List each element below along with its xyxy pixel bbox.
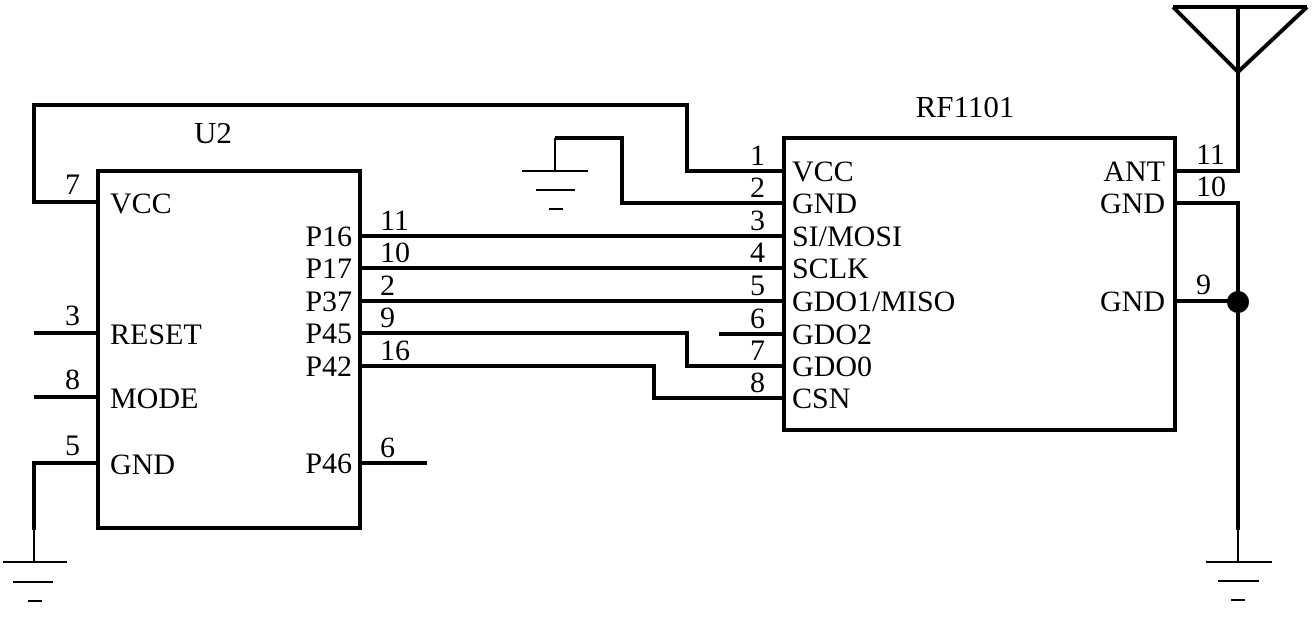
u2-pin-name: P42 (305, 350, 352, 383)
rf-pin-number: 2 (750, 171, 765, 204)
wire-p42-csn (360, 364, 784, 400)
rf-pin-name: GDO2 (792, 318, 872, 351)
rf-pin-name: GND (1100, 285, 1165, 318)
u2-pin-number: 11 (380, 204, 409, 237)
rf-pin-number: 11 (1196, 138, 1225, 171)
rf-pin-name: GDO0 (792, 350, 872, 383)
antenna-left-edge (1171, 5, 1240, 74)
rf1101-body (782, 136, 1177, 432)
rf-pin-number: 10 (1196, 170, 1226, 203)
u2-pin-number: 9 (380, 301, 395, 334)
u2-pin-number: 3 (65, 299, 80, 332)
rf-pin-name: SCLK (792, 252, 869, 285)
rf-pin-name: GND (792, 187, 857, 220)
u2-pin-name: P16 (305, 220, 352, 253)
rf-pin-name: SI/MOSI (792, 220, 902, 253)
u2-body (96, 169, 362, 530)
u2-pin-number: 10 (380, 236, 410, 269)
ground-symbol-left (3, 561, 67, 602)
rf-pin-name: VCC (792, 155, 854, 188)
rf-pin-name: CSN (792, 382, 850, 415)
wire-u2-vcc-to-rf-vcc (32, 103, 784, 204)
u2-title: U2 (194, 115, 232, 150)
u2-pin-name: GND (110, 448, 175, 481)
u2-pin-number: 8 (65, 363, 80, 396)
u2-pin-name: VCC (110, 187, 172, 220)
rf-pin-number: 4 (750, 236, 765, 269)
antenna-symbol (1171, 5, 1309, 171)
rf-pin-number: 1 (750, 139, 765, 172)
rf-pin-name: GND (1100, 187, 1165, 220)
rf1101-title: RF1101 (916, 89, 1015, 124)
ground-symbol-middle (522, 170, 588, 210)
rf-pin-number: 9 (1196, 268, 1211, 301)
wire-p45-gdo0 (360, 331, 784, 368)
u2-pin-number: 16 (380, 334, 410, 367)
u2-pin-name: RESET (110, 318, 202, 351)
rf-pin-number: 8 (750, 366, 765, 399)
u2-pin-number: 7 (65, 168, 80, 201)
u2-pin-number: 5 (65, 429, 80, 462)
wire-u2-gnd (32, 461, 98, 530)
rf-pin-number: 7 (750, 334, 765, 367)
u2-pin-name: P45 (305, 317, 352, 350)
rf-pin-number: 6 (750, 302, 765, 335)
rf-pin-number: 5 (750, 269, 765, 302)
ground-symbol-right (1206, 561, 1272, 601)
rf-pin-number: 3 (750, 204, 765, 237)
u2-pin-number: 2 (380, 269, 395, 302)
wire-ground-to-rf-gnd2 (555, 136, 784, 205)
antenna-right-edge (1236, 5, 1309, 74)
rf-pin-name: GDO1/MISO (792, 285, 955, 318)
u2-pin-number: 6 (380, 431, 395, 464)
u2-pin-name: P37 (305, 285, 352, 318)
u2-pin-name: P46 (305, 447, 352, 480)
rf-pin-name: ANT (1103, 155, 1165, 188)
junction-dot (1227, 291, 1249, 313)
u2-pin-name: P17 (305, 252, 352, 285)
u2-pin-name: MODE (110, 382, 198, 415)
